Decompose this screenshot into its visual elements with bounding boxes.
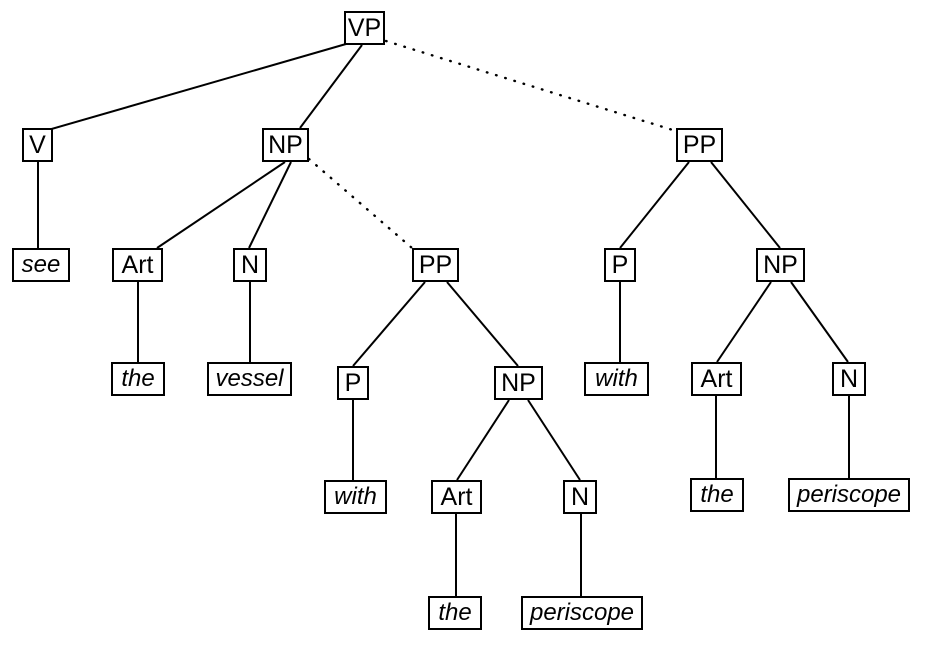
tree-edge-pp2-to-p2 xyxy=(619,161,690,249)
tree-edge-vp-to-pp2 xyxy=(384,39,678,133)
tree-node-n1: N xyxy=(233,248,267,282)
tree-edge-vp-to-v xyxy=(47,43,347,131)
tree-node-with2: with xyxy=(584,362,649,396)
tree-node-vp: VP xyxy=(344,11,385,45)
tree-node-periscope1: periscope xyxy=(521,596,643,630)
tree-node-pp2: PP xyxy=(676,128,723,162)
tree-node-n2: N xyxy=(563,480,597,514)
tree-node-with1: with xyxy=(324,480,387,514)
tree-edge-pp2-to-np3 xyxy=(710,161,781,249)
tree-edge-np1-to-pp1 xyxy=(307,157,414,250)
tree-edge-np1-to-art1 xyxy=(156,161,286,249)
tree-node-np3: NP xyxy=(756,248,805,282)
tree-node-pp1: PP xyxy=(412,248,459,282)
tree-node-periscope2: periscope xyxy=(788,478,910,512)
tree-node-the3: the xyxy=(690,478,744,512)
tree-edge-np3-to-art3 xyxy=(716,281,772,363)
tree-edge-np3-to-n3 xyxy=(790,281,849,363)
tree-node-np2: NP xyxy=(494,366,543,400)
tree-node-the2: the xyxy=(428,596,482,630)
tree-node-np1: NP xyxy=(262,128,309,162)
tree-edge-pp1-to-p1 xyxy=(352,281,426,367)
tree-node-see: see xyxy=(12,248,70,282)
tree-edge-pp1-to-np2 xyxy=(446,281,519,367)
tree-node-art1: Art xyxy=(112,248,163,282)
tree-edge-np1-to-n1 xyxy=(248,161,292,249)
tree-node-art3: Art xyxy=(691,362,742,396)
tree-node-p1: P xyxy=(337,366,369,400)
tree-node-vessel1: vessel xyxy=(207,362,292,396)
tree-node-v: V xyxy=(22,128,53,162)
tree-edge-vp-to-np1 xyxy=(299,44,363,129)
tree-node-p2: P xyxy=(604,248,636,282)
tree-node-art2: Art xyxy=(431,480,482,514)
tree-edge-np2-to-art2 xyxy=(456,399,510,481)
tree-node-n3: N xyxy=(832,362,866,396)
tree-node-the1: the xyxy=(111,362,165,396)
tree-edge-np2-to-n2 xyxy=(527,399,581,481)
